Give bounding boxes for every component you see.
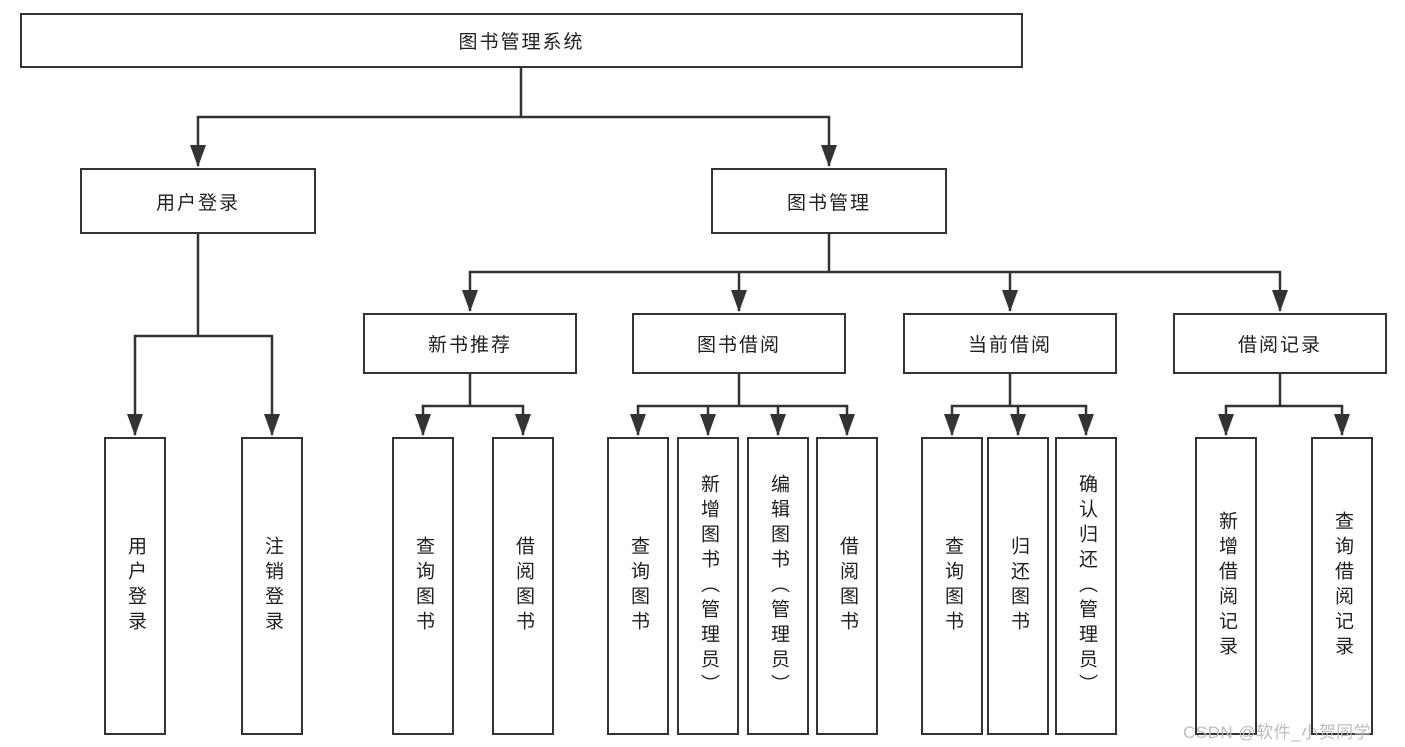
leaf-borrowing-borrow-books: 借阅图书 xyxy=(816,437,878,735)
leaf-current-confirm-return-admin: 确认归还（管理员） xyxy=(1055,437,1117,735)
csdn-watermark: CSDN @软件_小贺同学 xyxy=(1183,723,1372,742)
leaf-recommend-query-books: 查询图书 xyxy=(392,437,454,735)
leaf-records-query-borrow-record: 查询借阅记录 xyxy=(1311,437,1373,735)
leaf-records-add-borrow-record: 新增借阅记录 xyxy=(1195,437,1257,735)
leaf-borrowing-query-books: 查询图书 xyxy=(607,437,669,735)
leaf-current-return-books: 归还图书 xyxy=(987,437,1049,735)
group-current-borrowing: 当前借阅 xyxy=(903,313,1117,374)
leaf-user-login: 用户登录 xyxy=(104,437,166,735)
leaf-recommend-borrow-books: 借阅图书 xyxy=(492,437,554,735)
branch-book-management: 图书管理 xyxy=(711,168,947,234)
group-book-borrowing: 图书借阅 xyxy=(632,313,846,374)
branch-user-login: 用户登录 xyxy=(80,168,316,234)
group-new-book-recommendation: 新书推荐 xyxy=(363,313,577,374)
leaf-logout: 注销登录 xyxy=(241,437,303,735)
group-borrowing-records: 借阅记录 xyxy=(1173,313,1387,374)
leaf-borrowing-edit-books-admin: 编辑图书（管理员） xyxy=(747,437,809,735)
leaf-current-query-books: 查询图书 xyxy=(921,437,983,735)
node-root-system: 图书管理系统 xyxy=(20,13,1023,68)
leaf-borrowing-add-books-admin: 新增图书（管理员） xyxy=(677,437,739,735)
